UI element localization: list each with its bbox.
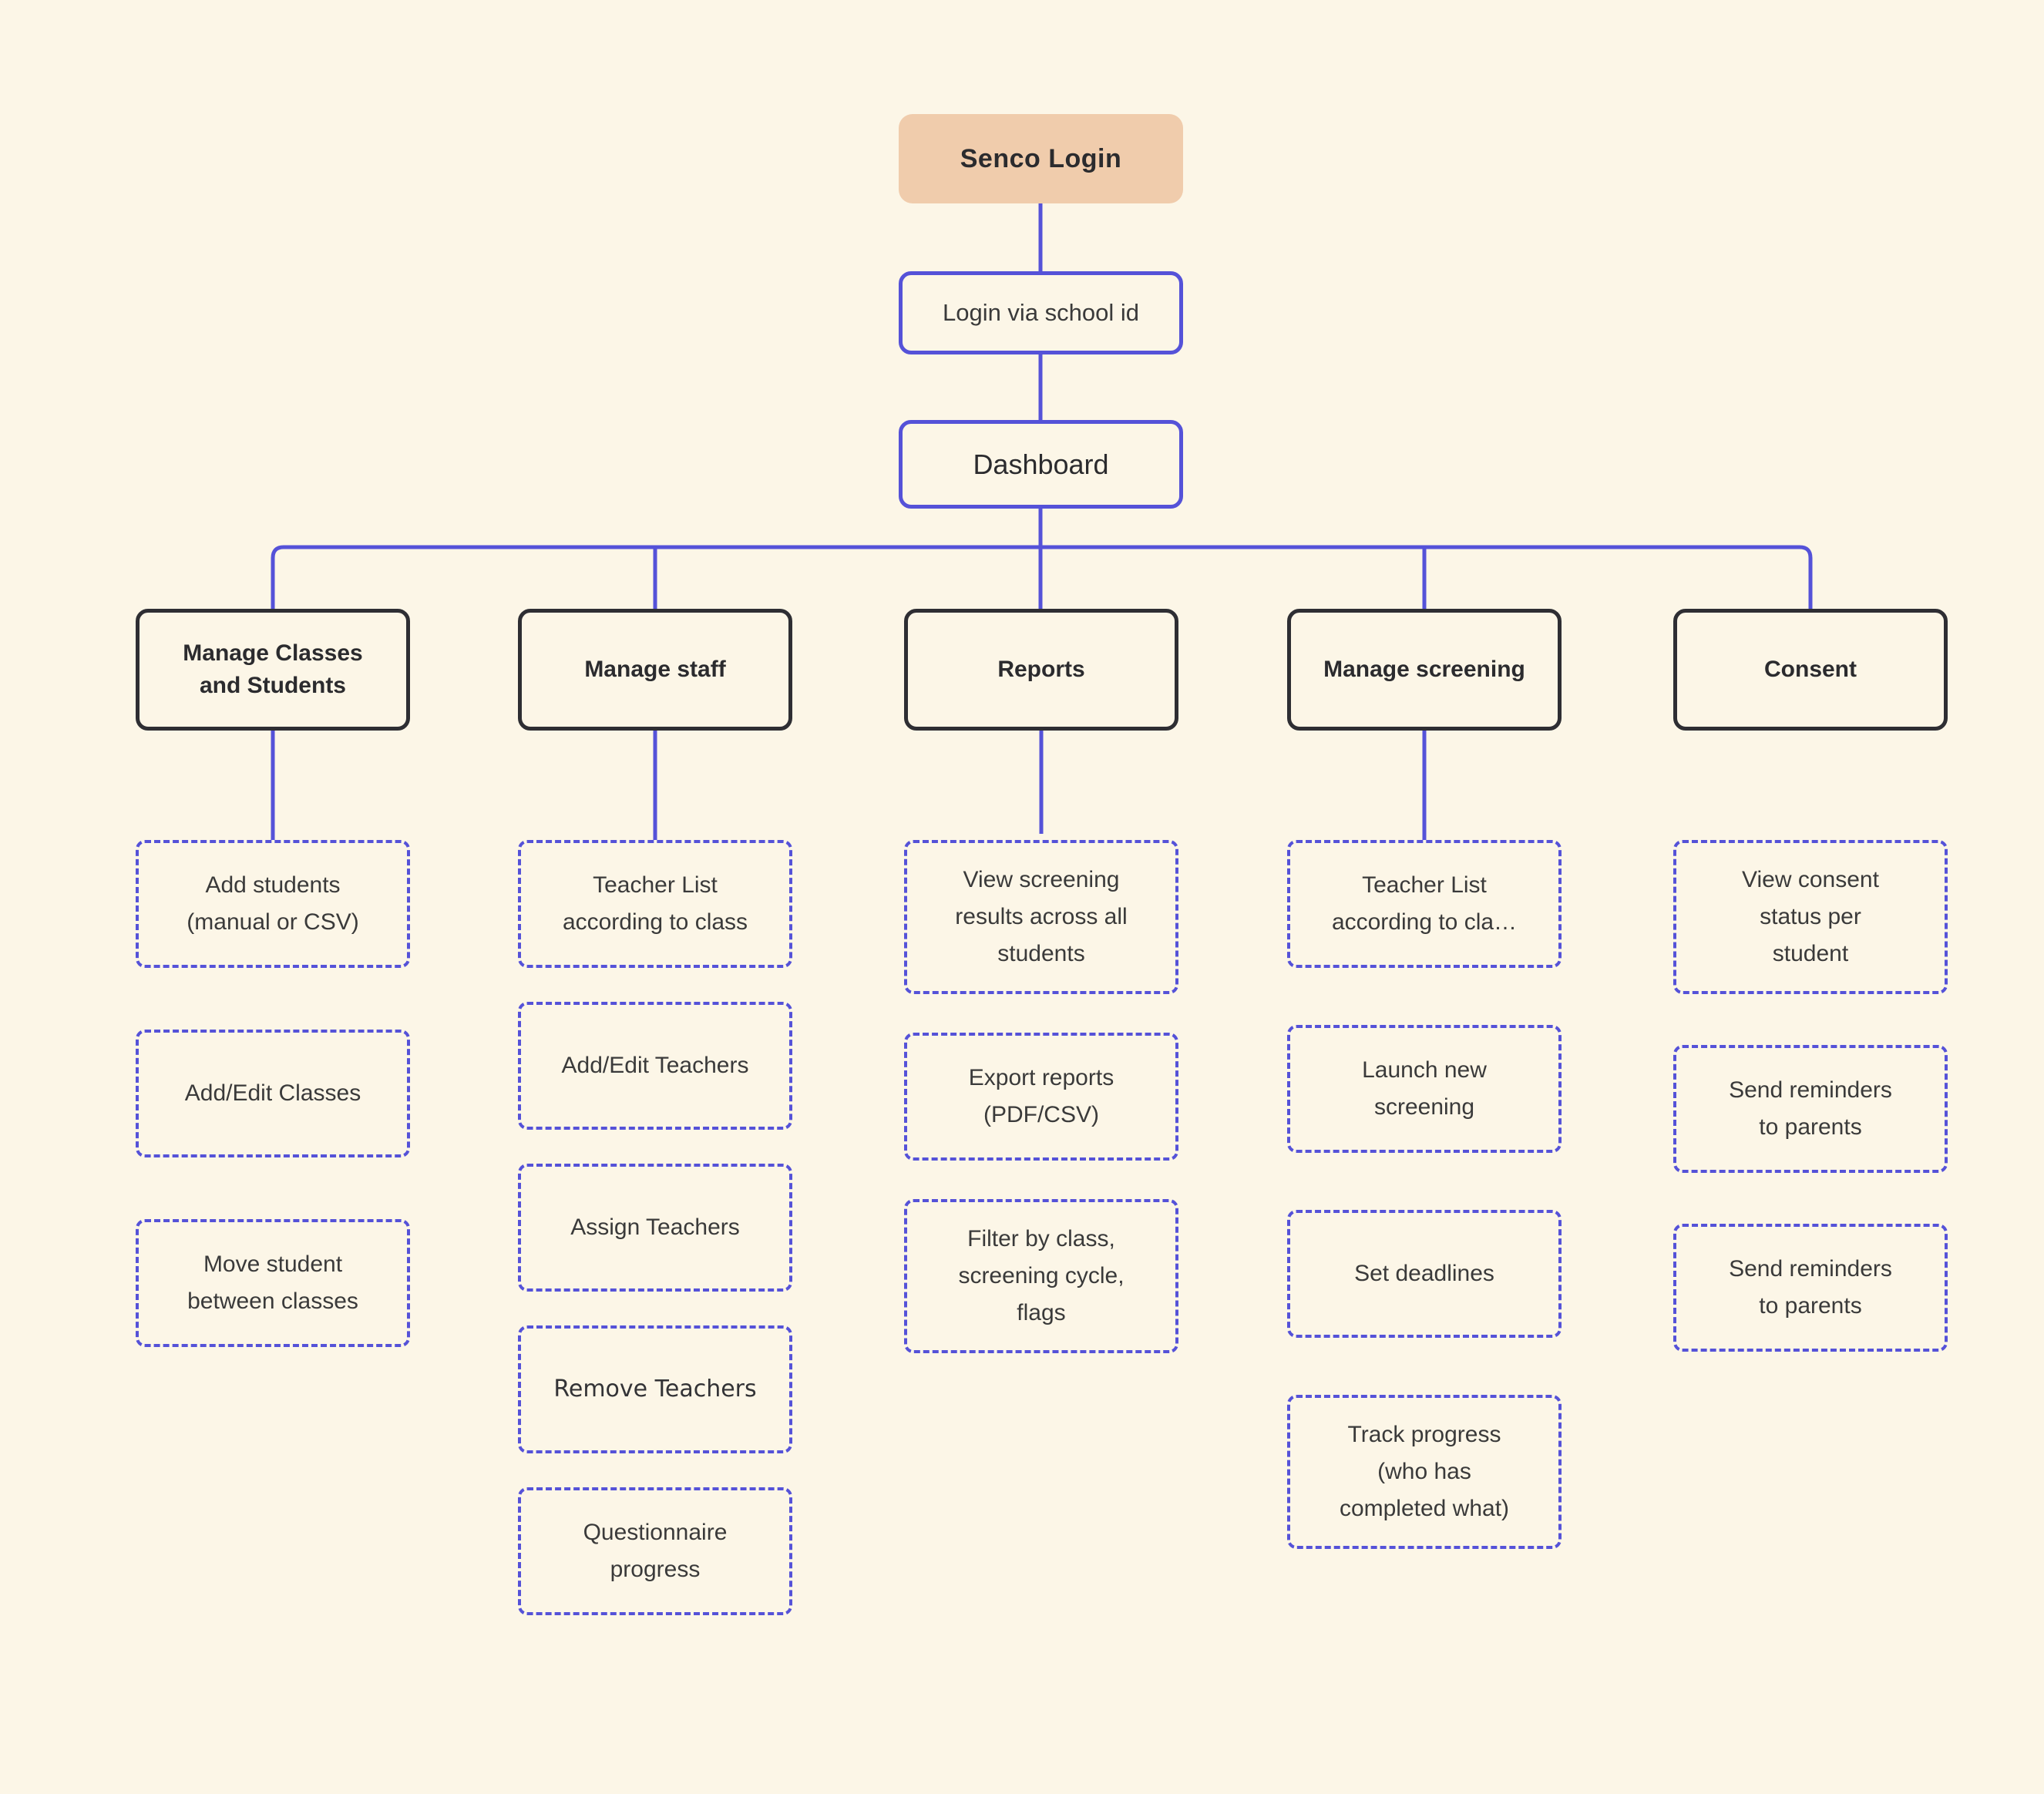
item-box[interactable]: Questionnaire progress bbox=[518, 1487, 792, 1615]
item-box[interactable]: Add students (manual or CSV) bbox=[136, 840, 410, 968]
item-label: Set deadlines bbox=[1354, 1261, 1494, 1286]
item-box[interactable]: Remove Teachers bbox=[518, 1325, 792, 1453]
item-label: View screening results across all studen… bbox=[955, 867, 1128, 966]
category-items: Add students (manual or CSV) Add/Edit Cl… bbox=[136, 840, 410, 1347]
item-box[interactable]: View consent status per student bbox=[1673, 840, 1948, 994]
category-column: Manage screening Teacher List according … bbox=[1287, 609, 1562, 1549]
login-via-school-id-label: Login via school id bbox=[942, 299, 1140, 326]
category-column: Manage staff Teacher List according to c… bbox=[518, 609, 792, 1615]
connector-rail bbox=[271, 545, 1813, 609]
item-box[interactable]: Set deadlines bbox=[1287, 1210, 1562, 1338]
category-items: View screening results across all studen… bbox=[904, 840, 1178, 1353]
category-label: Reports bbox=[997, 657, 1085, 682]
dashboard-label: Dashboard bbox=[973, 448, 1109, 480]
item-box[interactable]: Add/Edit Teachers bbox=[518, 1002, 792, 1130]
senco-login-node[interactable]: Senco Login bbox=[899, 114, 1183, 203]
item-label: Move student between classes bbox=[187, 1251, 358, 1314]
category-column: Manage Classes and Students Add students… bbox=[136, 609, 410, 1347]
item-box[interactable]: Teacher List according to cla… bbox=[1287, 840, 1562, 968]
item-box[interactable]: Export reports (PDF/CSV) bbox=[904, 1033, 1178, 1161]
item-label: Export reports (PDF/CSV) bbox=[968, 1065, 1114, 1127]
category-box[interactable]: Reports bbox=[904, 609, 1178, 731]
item-box[interactable]: Filter by class, screening cycle, flags bbox=[904, 1199, 1178, 1353]
category-items: Teacher List according to class Add/Edit… bbox=[518, 840, 792, 1615]
category-label: Consent bbox=[1764, 657, 1857, 682]
item-label: Add students (manual or CSV) bbox=[187, 872, 359, 935]
item-label: Add/Edit Classes bbox=[184, 1080, 361, 1106]
category-label: Manage Classes and Students bbox=[183, 640, 363, 698]
category-box[interactable]: Manage staff bbox=[518, 609, 792, 731]
item-box[interactable]: Track progress (who has completed what) bbox=[1287, 1395, 1562, 1549]
category-box[interactable]: Manage Classes and Students bbox=[136, 609, 410, 731]
item-label: Send reminders to parents bbox=[1729, 1256, 1892, 1319]
category-box[interactable]: Consent bbox=[1673, 609, 1948, 731]
item-box[interactable]: Launch new screening bbox=[1287, 1025, 1562, 1153]
dashboard-node[interactable]: Dashboard bbox=[899, 420, 1183, 509]
item-label: Launch new screening bbox=[1362, 1057, 1487, 1120]
item-box[interactable]: View screening results across all studen… bbox=[904, 840, 1178, 994]
item-box[interactable]: Move student between classes bbox=[136, 1219, 410, 1347]
item-label: Teacher List according to class bbox=[562, 872, 748, 935]
item-label: Send reminders to parents bbox=[1729, 1077, 1892, 1140]
item-label: Filter by class, screening cycle, flags bbox=[958, 1226, 1125, 1325]
category-items: Teacher List according to cla… Launch ne… bbox=[1287, 840, 1562, 1549]
login-via-school-id-node[interactable]: Login via school id bbox=[899, 271, 1183, 354]
item-label: Track progress (who has completed what) bbox=[1339, 1422, 1510, 1521]
item-box[interactable]: Send reminders to parents bbox=[1673, 1045, 1948, 1173]
item-label: Teacher List according to cla… bbox=[1331, 872, 1518, 935]
item-box[interactable]: Teacher List according to class bbox=[518, 840, 792, 968]
item-box[interactable]: Send reminders to parents bbox=[1673, 1224, 1948, 1352]
category-box[interactable]: Manage screening bbox=[1287, 609, 1562, 731]
item-label: View consent status per student bbox=[1742, 867, 1879, 966]
item-label: Assign Teachers bbox=[570, 1214, 740, 1240]
item-box[interactable]: Add/Edit Classes bbox=[136, 1030, 410, 1157]
category-label: Manage screening bbox=[1323, 657, 1525, 682]
senco-login-label: Senco Login bbox=[960, 143, 1122, 173]
item-label: Remove Teachers bbox=[553, 1376, 757, 1403]
category-label: Manage staff bbox=[584, 657, 726, 682]
item-label: Add/Edit Teachers bbox=[561, 1053, 749, 1078]
item-box[interactable]: Assign Teachers bbox=[518, 1164, 792, 1292]
category-items: View consent status per student Send rem… bbox=[1673, 840, 1948, 1352]
item-label: Questionnaire progress bbox=[583, 1520, 728, 1582]
category-column: Reports View screening results across al… bbox=[904, 609, 1178, 1353]
category-column: Consent View consent status per student … bbox=[1673, 609, 1948, 1352]
